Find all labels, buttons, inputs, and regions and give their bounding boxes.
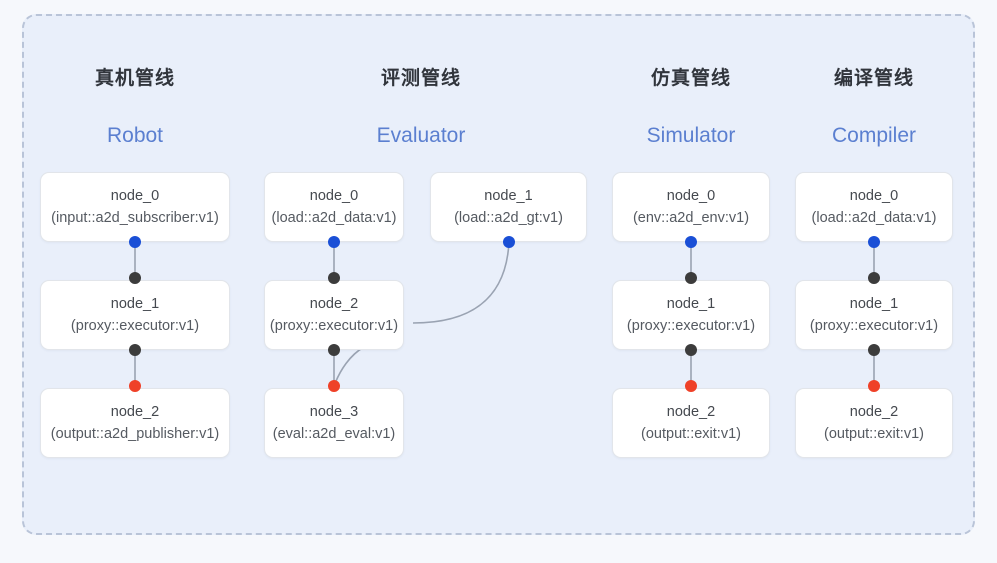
node-name: node_2 — [849, 403, 899, 420]
node-robot-node-0[interactable]: node_0 (input::a2d_subscriber:v1) — [40, 172, 230, 242]
node-name: node_0 — [666, 187, 716, 204]
column-subtitle-simulator: Simulator — [646, 124, 736, 147]
node-comp-node-1[interactable]: node_1 (proxy::executor:v1) — [795, 280, 953, 350]
node-sim-node-2[interactable]: node_2 (output::exit:v1) — [612, 388, 770, 458]
node-type: (load::a2d_data:v1) — [811, 210, 937, 226]
node-name: node_3 — [309, 403, 359, 420]
node-name: node_1 — [484, 187, 533, 204]
port-dot-sim-node-1-out[interactable] — [685, 344, 697, 356]
port-dot-robot-node-0-out[interactable] — [129, 236, 141, 248]
port-dot-comp-node-2-in[interactable] — [868, 380, 880, 392]
node-robot-node-2[interactable]: node_2 (output::a2d_publisher:v1) — [40, 388, 230, 458]
column-title-evaluator: 评测管线 — [380, 68, 461, 89]
node-name: node_2 — [309, 295, 359, 312]
column-title-robot: 真机管线 — [94, 68, 175, 89]
node-sim-node-1[interactable]: node_1 (proxy::executor:v1) — [612, 280, 770, 350]
node-type: (proxy::executor:v1) — [70, 318, 200, 334]
port-dot-eval-node-2-in[interactable] — [328, 272, 340, 284]
column-subtitle-evaluator: Evaluator — [376, 124, 466, 147]
port-dot-comp-node-1-out[interactable] — [868, 344, 880, 356]
node-sim-node-0[interactable]: node_0 (env::a2d_env:v1) — [612, 172, 770, 242]
port-dot-eval-node-3-in[interactable] — [328, 380, 340, 392]
node-name: node_0 — [309, 187, 359, 204]
port-dot-eval-node-0-out[interactable] — [328, 236, 340, 248]
column-title-simulator: 仿真管线 — [650, 68, 731, 89]
node-eval-node-2[interactable]: node_2 (proxy::executor:v1) — [264, 280, 404, 350]
node-comp-node-0[interactable]: node_0 (load::a2d_data:v1) — [795, 172, 953, 242]
port-dot-robot-node-1-in[interactable] — [129, 272, 141, 284]
port-dot-comp-node-1-in[interactable] — [868, 272, 880, 284]
port-dot-comp-node-0-out[interactable] — [868, 236, 880, 248]
node-comp-node-2[interactable]: node_2 (output::exit:v1) — [795, 388, 953, 458]
node-type: (input::a2d_subscriber:v1) — [51, 210, 219, 226]
column-subtitle-robot: Robot — [106, 124, 164, 147]
node-robot-node-1[interactable]: node_1 (proxy::executor:v1) — [40, 280, 230, 350]
column-subtitle-compiler: Compiler — [831, 124, 917, 147]
port-dot-sim-node-0-out[interactable] — [685, 236, 697, 248]
port-dot-robot-node-2-in[interactable] — [129, 380, 141, 392]
node-type: (load::a2d_data:v1) — [271, 210, 397, 226]
node-type: (proxy::executor:v1) — [626, 318, 756, 334]
node-name: node_2 — [110, 403, 160, 420]
node-type: (proxy::executor:v1) — [269, 318, 399, 334]
column-title-compiler: 编译管线 — [833, 68, 914, 89]
node-name: node_0 — [849, 187, 899, 204]
node-eval-node-1[interactable]: node_1 (load::a2d_gt:v1) — [430, 172, 587, 242]
node-type: (eval::a2d_eval:v1) — [272, 426, 396, 442]
node-name: node_1 — [849, 295, 899, 312]
node-name: node_2 — [666, 403, 716, 420]
port-dot-robot-node-1-out[interactable] — [129, 344, 141, 356]
node-eval-node-3[interactable]: node_3 (eval::a2d_eval:v1) — [264, 388, 404, 458]
node-name: node_1 — [110, 295, 160, 312]
port-dot-eval-node-2-out[interactable] — [328, 344, 340, 356]
node-type: (output::a2d_publisher:v1) — [50, 426, 220, 442]
port-dot-sim-node-1-in[interactable] — [685, 272, 697, 284]
node-type: (output::exit:v1) — [824, 426, 924, 442]
node-type: (env::a2d_env:v1) — [632, 210, 750, 226]
port-dot-eval-node-1-out[interactable] — [503, 236, 515, 248]
node-eval-node-0[interactable]: node_0 (load::a2d_data:v1) — [264, 172, 404, 242]
node-name: node_1 — [666, 295, 716, 312]
node-name: node_0 — [110, 187, 160, 204]
node-type: (load::a2d_gt:v1) — [454, 210, 563, 226]
node-type: (output::exit:v1) — [641, 426, 741, 442]
port-dot-sim-node-2-in[interactable] — [685, 380, 697, 392]
node-type: (proxy::executor:v1) — [809, 318, 939, 334]
